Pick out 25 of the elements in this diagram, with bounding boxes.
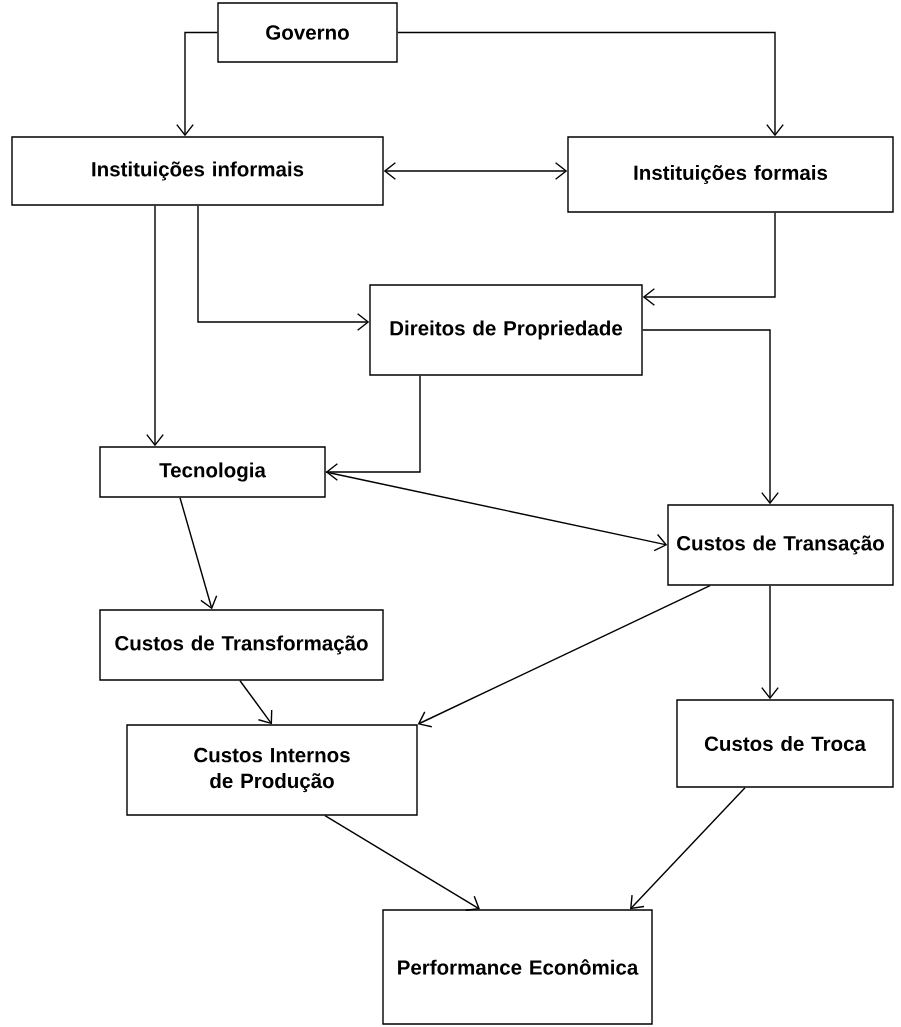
process-box: Instituições informais [11,136,384,206]
process-box: Custos de Troca [676,699,894,788]
arrow [630,787,746,910]
process-box: Performance Econômica [382,909,653,1025]
process-box: Custos Internos de Produção [126,724,418,816]
process-box: Custos de Transformação [99,609,384,681]
arrow [642,212,776,306]
process-box: Custos de Transação [667,504,894,586]
arrow [146,205,164,447]
process-box: Governo [217,2,398,63]
arrow [397,31,784,137]
process-box: Direitos de Propriedade [369,284,643,376]
arrow [325,471,668,552]
arrow [417,585,711,728]
arrow [197,205,370,331]
arrow [239,680,273,725]
arrow [761,585,779,700]
process-box: Tecnologia [99,446,326,498]
arrow [324,815,480,911]
arrow [176,31,218,137]
arrow [179,497,218,610]
process-box: Instituições formais [567,136,894,213]
arrow [325,375,421,481]
arrow [642,329,779,505]
arrow [383,162,568,180]
